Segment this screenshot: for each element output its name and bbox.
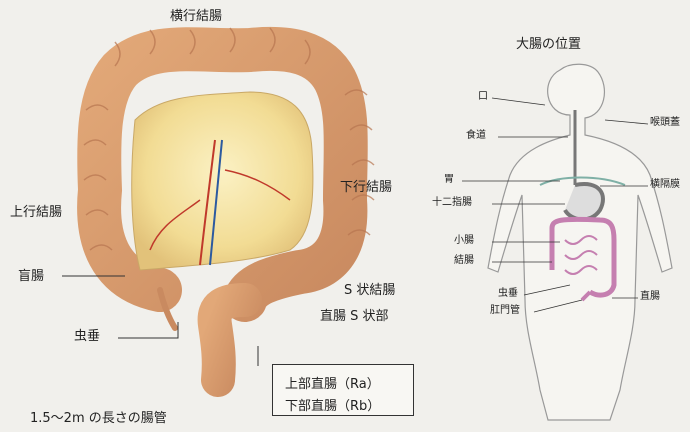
label-appendix: 虫垂	[74, 330, 100, 343]
label-small-intestine: 小腸	[454, 236, 474, 246]
label-appendix-right: 虫垂	[498, 289, 518, 299]
label-esophagus: 食道	[466, 131, 486, 141]
caption: 1.5～2m の長さの腸管	[30, 412, 167, 425]
label-cecum: 盲腸	[18, 270, 44, 283]
mesentery	[132, 92, 313, 270]
label-duodenum: 十二指腸	[432, 198, 472, 208]
rectum-label-box: 上部直腸（Ra） 下部直腸（Rb）	[272, 364, 414, 416]
label-transverse-colon: 横行結腸	[170, 10, 222, 23]
label-upper-rectum: 上部直腸（Ra）	[285, 373, 380, 392]
rectum-tube	[215, 300, 245, 380]
right-title: 大腸の位置	[516, 38, 581, 51]
label-diaphragm: 横隔膜	[650, 180, 680, 190]
label-mouth: 口	[478, 92, 488, 102]
label-pharynx: 喉頭蓋	[650, 118, 680, 128]
label-descending-colon: 下行結腸	[340, 181, 392, 194]
label-stomach: 胃	[444, 175, 454, 185]
label-ascending-colon: 上行結腸	[10, 206, 62, 219]
label-lower-rectum: 下部直腸（Rb）	[285, 395, 380, 414]
label-rectum: 直腸	[640, 292, 660, 302]
label-colon: 結腸	[454, 256, 474, 266]
label-rectosigmoid: 直腸 S 状部	[320, 310, 389, 323]
label-sigmoid-colon: S 状結腸	[344, 284, 395, 297]
label-anal-canal: 肛門管	[490, 306, 520, 316]
